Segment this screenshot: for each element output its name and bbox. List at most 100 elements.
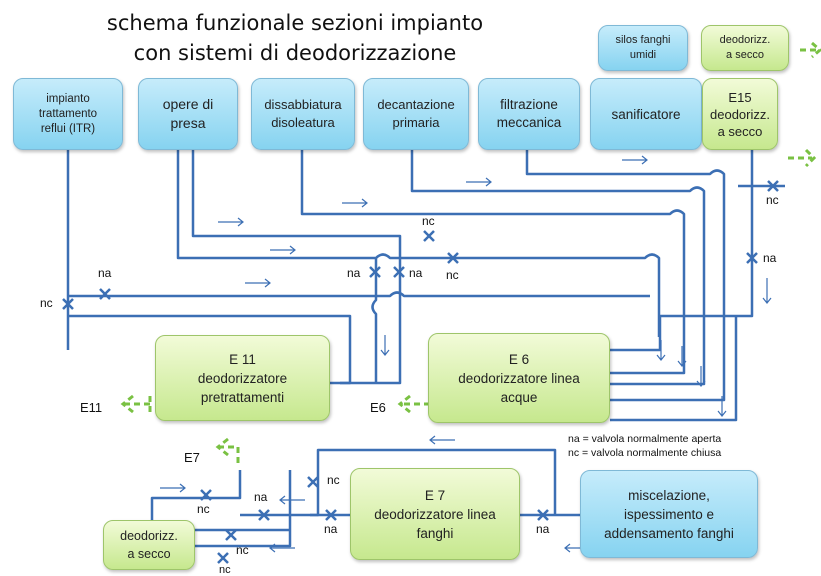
flow-arrow xyxy=(622,155,648,165)
flow-arrow xyxy=(717,396,727,417)
valve-icon xyxy=(767,180,779,192)
box-itr: impianto trattamento reflui (ITR) xyxy=(13,78,123,150)
valve-label-nc: nc xyxy=(219,564,231,576)
valve-label-na: na xyxy=(536,522,550,536)
flow-arrow xyxy=(342,198,368,208)
valve-icon xyxy=(393,266,405,278)
valve-icon xyxy=(217,552,229,564)
box-sanificatore: sanificatore xyxy=(590,78,702,150)
pipe-presa-e11 xyxy=(191,148,402,385)
box-e11-label: E 11 deodorizzatore pretrattamenti xyxy=(197,351,288,405)
box-opere-presa: opere di presa xyxy=(138,78,238,150)
box-deod-silos: deodorizz. a secco xyxy=(701,25,789,71)
output-arrow-e7 xyxy=(215,437,240,463)
box-filtrazione-label: filtrazione meccanica xyxy=(496,97,562,130)
flow-arrow xyxy=(269,543,295,553)
box-e11: E 11 deodorizzatore pretrattamenti xyxy=(155,335,330,421)
box-sanificatore-label: sanificatore xyxy=(611,106,681,122)
pipe-fanghi-loop xyxy=(240,448,557,517)
valve-label-na: na xyxy=(347,266,361,280)
box-e7: E 7 deodorizzatore linea fanghi xyxy=(350,468,520,560)
box-silos-label: silos fanghi umidi xyxy=(615,34,671,61)
box-e7-label: E 7 deodorizzatore linea fanghi xyxy=(374,487,496,541)
flow-arrow xyxy=(762,278,772,304)
valve-icon xyxy=(423,230,435,242)
legend-na: na = valvola normalmente aperta xyxy=(568,433,722,445)
box-e6-label: E 6 deodorizzatore linea acque xyxy=(458,351,580,405)
box-decantazione: decantazione primaria xyxy=(363,78,469,150)
valve-icon xyxy=(746,252,758,264)
box-miscelazione-label: miscelazione, ispessimento e addensament… xyxy=(604,487,734,541)
box-silos: silos fanghi umidi xyxy=(598,25,688,71)
output-arrow-e6 xyxy=(397,394,432,414)
output-label-e7: E7 xyxy=(184,450,200,465)
valve-label-na: na xyxy=(98,266,112,280)
pipe-e15 xyxy=(610,118,754,352)
valve-icon xyxy=(447,252,459,264)
box-e15: E15 deodorizz. a secco xyxy=(702,78,778,150)
valve-label-nc: nc xyxy=(327,473,340,487)
flow-arrow xyxy=(656,340,666,361)
title-line-1: schema funzionale sezioni impianto xyxy=(106,11,484,35)
legend: na = valvola normalmente aperta nc = val… xyxy=(568,432,721,460)
box-miscelazione: miscelazione, ispessimento e addensament… xyxy=(580,470,758,558)
valve-icon xyxy=(537,509,549,521)
valve-label-na: na xyxy=(409,266,423,280)
pipe-filtrazione xyxy=(525,150,726,402)
flow-arrow xyxy=(218,217,244,227)
pipe-e6-feed xyxy=(610,316,738,422)
pipe-itr-na xyxy=(68,291,650,298)
pipes xyxy=(66,111,785,548)
pipe-presa-na-e6 xyxy=(176,148,661,337)
box-dissabbiatura: dissabbiatura disoleatura xyxy=(251,78,355,150)
pipe-decantazione xyxy=(410,150,706,386)
valve-icon xyxy=(258,509,270,521)
valve-label-nc: nc xyxy=(197,502,210,516)
flow-arrow xyxy=(160,483,186,493)
box-dissabbiatura-label: dissabbiatura disoleatura xyxy=(264,97,342,130)
flow-arrow xyxy=(696,366,706,387)
valve-icon xyxy=(200,489,212,501)
flow-arrow xyxy=(380,335,390,356)
pipe-na1-down xyxy=(371,258,378,383)
valve-icon xyxy=(369,266,381,278)
valve-label-na: na xyxy=(324,522,338,536)
flow-arrow xyxy=(677,346,687,367)
box-deod-silos-label: deodorizz. a secco xyxy=(719,34,771,61)
valve-icon xyxy=(225,529,237,541)
output-arrow-e15 xyxy=(788,148,817,168)
output-arrow-silos xyxy=(800,41,821,59)
valve-label-nc: nc xyxy=(446,268,459,282)
flow-arrow xyxy=(245,278,271,288)
box-e15-label: E15 deodorizz. a secco xyxy=(710,89,770,139)
pipe-small-upper xyxy=(150,470,242,540)
box-opere-presa-label: opere di presa xyxy=(162,96,214,131)
pipe-dissabbiatura xyxy=(300,150,686,375)
flow-arrow xyxy=(279,495,305,505)
valve-icon xyxy=(99,288,111,300)
flow-arrow xyxy=(270,245,296,255)
pipe-small-lower xyxy=(195,470,292,548)
valve-label-nc: nc xyxy=(236,543,249,557)
valve-label-na: na xyxy=(763,251,777,265)
valves xyxy=(62,180,779,564)
valve-label-nc: nc xyxy=(422,214,435,228)
flow-arrow xyxy=(466,177,492,187)
valve-icon xyxy=(307,476,319,488)
valve-label-nc: nc xyxy=(40,296,53,310)
box-filtrazione: filtrazione meccanica xyxy=(478,78,580,150)
output-arrow-e11 xyxy=(120,394,152,414)
title-line-2: con sistemi di deodorizzazione xyxy=(133,41,457,65)
valve-label-nc: nc xyxy=(766,193,779,207)
valve-icon xyxy=(325,509,337,521)
flow-arrows xyxy=(160,155,772,553)
box-itr-label: impianto trattamento reflui (ITR) xyxy=(38,92,98,135)
flow-arrow xyxy=(429,435,455,445)
legend-nc: nc = valvola normalmente chiusa xyxy=(568,447,722,459)
valve-icon xyxy=(62,298,74,310)
output-label-e11: E11 xyxy=(80,400,103,415)
output-label-e6: E6 xyxy=(370,400,386,415)
diagram-title: schema funzionale sezioni impianto con s… xyxy=(95,8,495,68)
